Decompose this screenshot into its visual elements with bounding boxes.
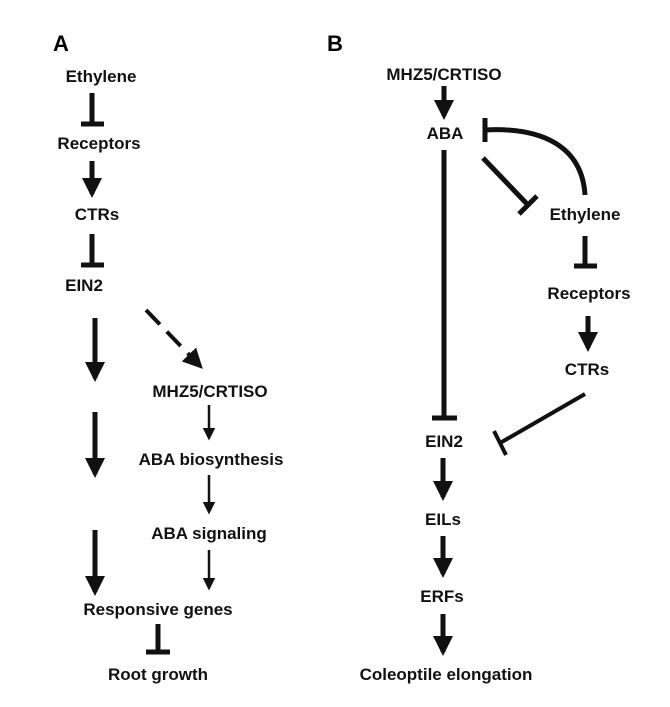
- a-ctrs-label: CTRs: [74, 205, 120, 224]
- a-receptors-label: Receptors: [57, 134, 141, 153]
- a-ethylene-label: Ethylene: [65, 67, 137, 86]
- b-erfs-label: ERFs: [420, 587, 464, 606]
- b-mhz5-label: MHZ5/CRTISO: [386, 65, 502, 84]
- b-inhibit-ctrs-ein2: [492, 392, 586, 456]
- b-ctrs-label: CTRs: [564, 360, 610, 379]
- b-coleoptile-label: Coleoptile elongation: [359, 665, 533, 684]
- b-inhibit-aba-ein2: [432, 150, 457, 421]
- b-inhibit-aba-ethylene: [481, 156, 539, 216]
- a-mhz5-label: MHZ5/CRTISO: [152, 382, 268, 401]
- b-inhibit-ethylene-receptors: [574, 236, 597, 269]
- a-responsive-genes-label: Responsive genes: [83, 600, 233, 619]
- b-aba-label: ABA: [426, 124, 464, 143]
- a-aba-signaling-label: ABA signaling: [151, 524, 267, 543]
- a-inhibit-responsive-root: [146, 624, 170, 655]
- b-inhibit-ethylene-aba: [482, 118, 588, 196]
- a-dashed-arrow-ein2-mhz5: [144, 308, 203, 369]
- a-inhibit-ethylene-receptors: [81, 93, 104, 127]
- b-eils-label: EILs: [425, 510, 461, 529]
- a-inhibit-ctrs-ein2: [81, 234, 104, 268]
- b-ethylene-label: Ethylene: [549, 205, 621, 224]
- b-receptors-label: Receptors: [547, 284, 631, 303]
- a-aba-biosynthesis-label: ABA biosynthesis: [138, 450, 284, 469]
- panel-a-letter: A: [53, 31, 69, 56]
- panel-b-letter: B: [327, 31, 343, 56]
- a-root-growth-label: Root growth: [107, 665, 209, 684]
- a-ein2-label: EIN2: [65, 276, 103, 295]
- b-ein2-label: EIN2: [425, 432, 463, 451]
